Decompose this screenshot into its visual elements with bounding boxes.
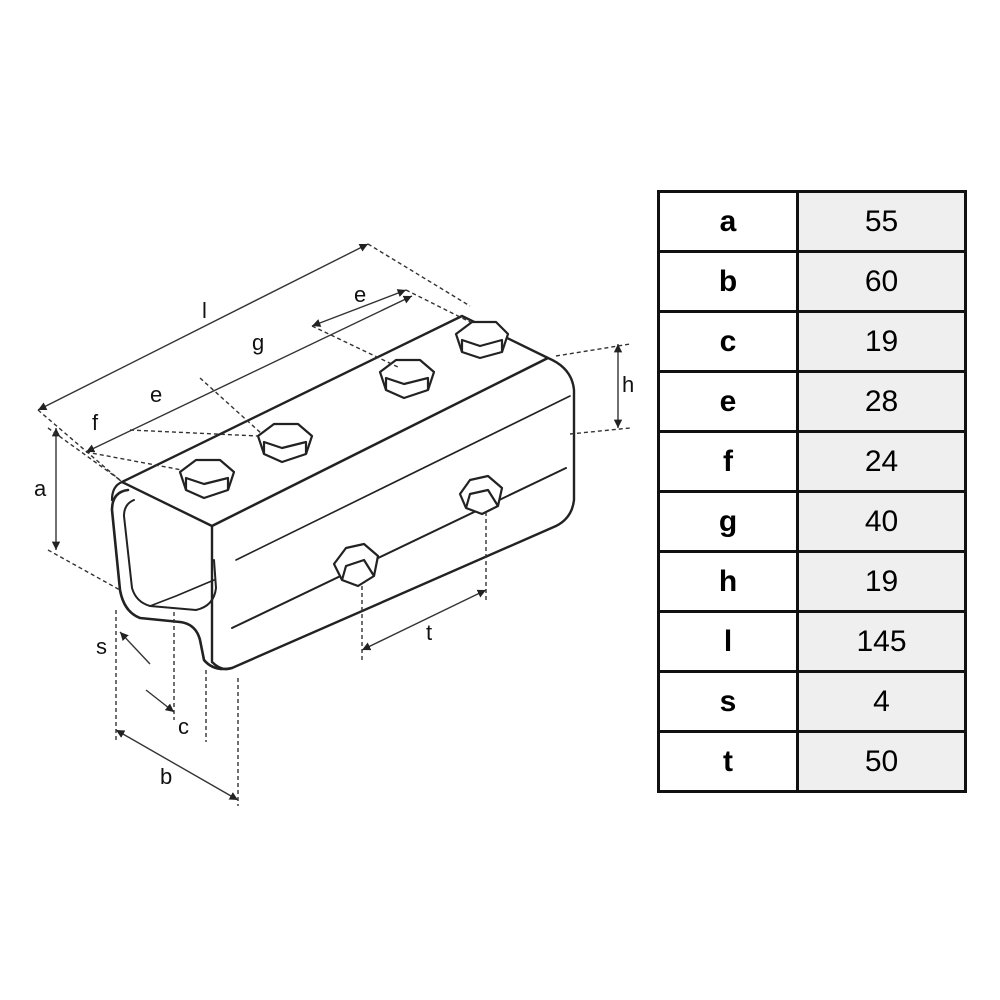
dimension-key: a <box>658 190 799 253</box>
side-face <box>210 356 576 671</box>
dimension-key: f <box>658 430 799 493</box>
label-e-top: e <box>354 282 366 307</box>
label-l: l <box>202 298 207 323</box>
dimension-value: 55 <box>797 190 966 253</box>
front-profile-outer <box>110 488 234 671</box>
front-profile-top <box>110 480 124 502</box>
dimension-key: s <box>658 670 799 733</box>
dimension-key: e <box>658 370 799 433</box>
dimension-value: 28 <box>797 370 966 433</box>
dimension-value: 145 <box>797 610 966 673</box>
bolt-icon <box>178 458 236 500</box>
dimension-value: 19 <box>797 550 966 613</box>
label-a: a <box>34 476 47 501</box>
label-s: s <box>96 634 107 659</box>
label-t: t <box>426 620 432 645</box>
dimension-key: g <box>658 490 799 553</box>
dimension-labels: l e g e f a h s c b t <box>34 282 634 789</box>
label-h: h <box>622 372 634 397</box>
dimension-value: 40 <box>797 490 966 553</box>
bolt-icon <box>332 542 380 588</box>
label-f: f <box>92 410 99 435</box>
label-b: b <box>160 764 172 789</box>
label-e-mid: e <box>150 382 162 407</box>
dimension-value: 19 <box>797 310 966 373</box>
dimension-key: b <box>658 250 799 313</box>
dimension-lines <box>37 243 631 806</box>
label-c: c <box>178 714 189 739</box>
dimension-key: h <box>658 550 799 613</box>
dimension-value: 24 <box>797 430 966 493</box>
side-lower-edge <box>231 467 567 629</box>
dimension-value: 4 <box>797 670 966 733</box>
dimension-value: 50 <box>797 730 966 793</box>
bolt-icon <box>454 320 510 360</box>
connector-drawing: l e g e f a h s c b t <box>34 243 634 806</box>
connector-body <box>110 314 576 671</box>
front-lip <box>149 579 215 607</box>
dimension-value: 60 <box>797 250 966 313</box>
label-g: g <box>252 330 264 355</box>
dimension-key: c <box>658 310 799 373</box>
dimension-key: t <box>658 730 799 793</box>
front-profile-inner <box>123 499 217 611</box>
dimension-key: l <box>658 610 799 673</box>
bolt-icon <box>458 474 504 516</box>
side-crease <box>235 395 571 561</box>
